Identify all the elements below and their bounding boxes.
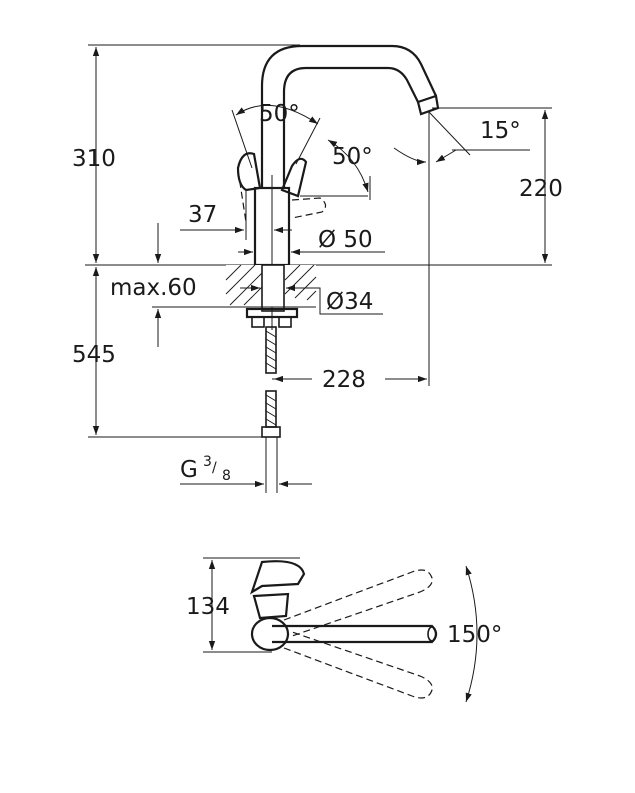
- label-310: 310: [72, 146, 116, 172]
- plan-spout-dashed: [283, 569, 433, 699]
- lever-solid: [236, 152, 308, 198]
- plan-view: 134 150°: [186, 557, 502, 703]
- dimension-shank-diameter: Ø34: [240, 284, 383, 315]
- lever-dashed: [237, 169, 327, 223]
- plan-lever: [250, 560, 306, 620]
- label-max-60: max.60: [110, 275, 197, 301]
- label-shank-diameter: Ø34: [326, 289, 373, 315]
- dimension-310: 310: [72, 44, 300, 263]
- dimension-thread: G 3 / 8: [180, 454, 312, 488]
- dimension-angle-50-top: 50°: [231, 101, 321, 169]
- side-elevation-view: 310 545: [72, 44, 563, 493]
- label-15: 15°: [480, 118, 521, 144]
- dimension-220: 220: [432, 107, 563, 263]
- label-150: 150°: [447, 622, 502, 648]
- dimension-545: 545: [72, 267, 268, 438]
- mounting-nut: [245, 307, 299, 328]
- dimension-max-60: max.60: [110, 223, 226, 347]
- dimension-134: 134: [186, 557, 300, 653]
- label-545: 545: [72, 342, 116, 368]
- label-body-diameter: Ø 50: [318, 227, 373, 253]
- countertop-section: [225, 264, 317, 312]
- dimension-angle-15: 15°: [393, 111, 530, 166]
- supply-hoses: [261, 326, 281, 493]
- label-228: 228: [322, 367, 366, 393]
- dimension-228: 228: [272, 265, 430, 393]
- dimension-body-diameter: Ø 50: [238, 227, 385, 256]
- label-thread-numerator: 3: [203, 454, 212, 470]
- label-thread-prefix: G: [180, 457, 198, 483]
- label-thread-denominator: 8: [222, 468, 231, 484]
- dimension-angle-150: 150°: [447, 565, 502, 703]
- label-134: 134: [186, 594, 230, 620]
- label-50-right: 50°: [332, 144, 373, 170]
- dimension-37: 37: [180, 190, 292, 240]
- label-thread-slash: /: [212, 460, 217, 476]
- plan-spout-solid: [250, 616, 438, 652]
- label-37: 37: [188, 202, 217, 228]
- dimension-angle-50-right: 50°: [300, 139, 373, 200]
- spout: [260, 44, 440, 265]
- label-50-top: 50°: [259, 101, 300, 127]
- label-220: 220: [519, 176, 563, 202]
